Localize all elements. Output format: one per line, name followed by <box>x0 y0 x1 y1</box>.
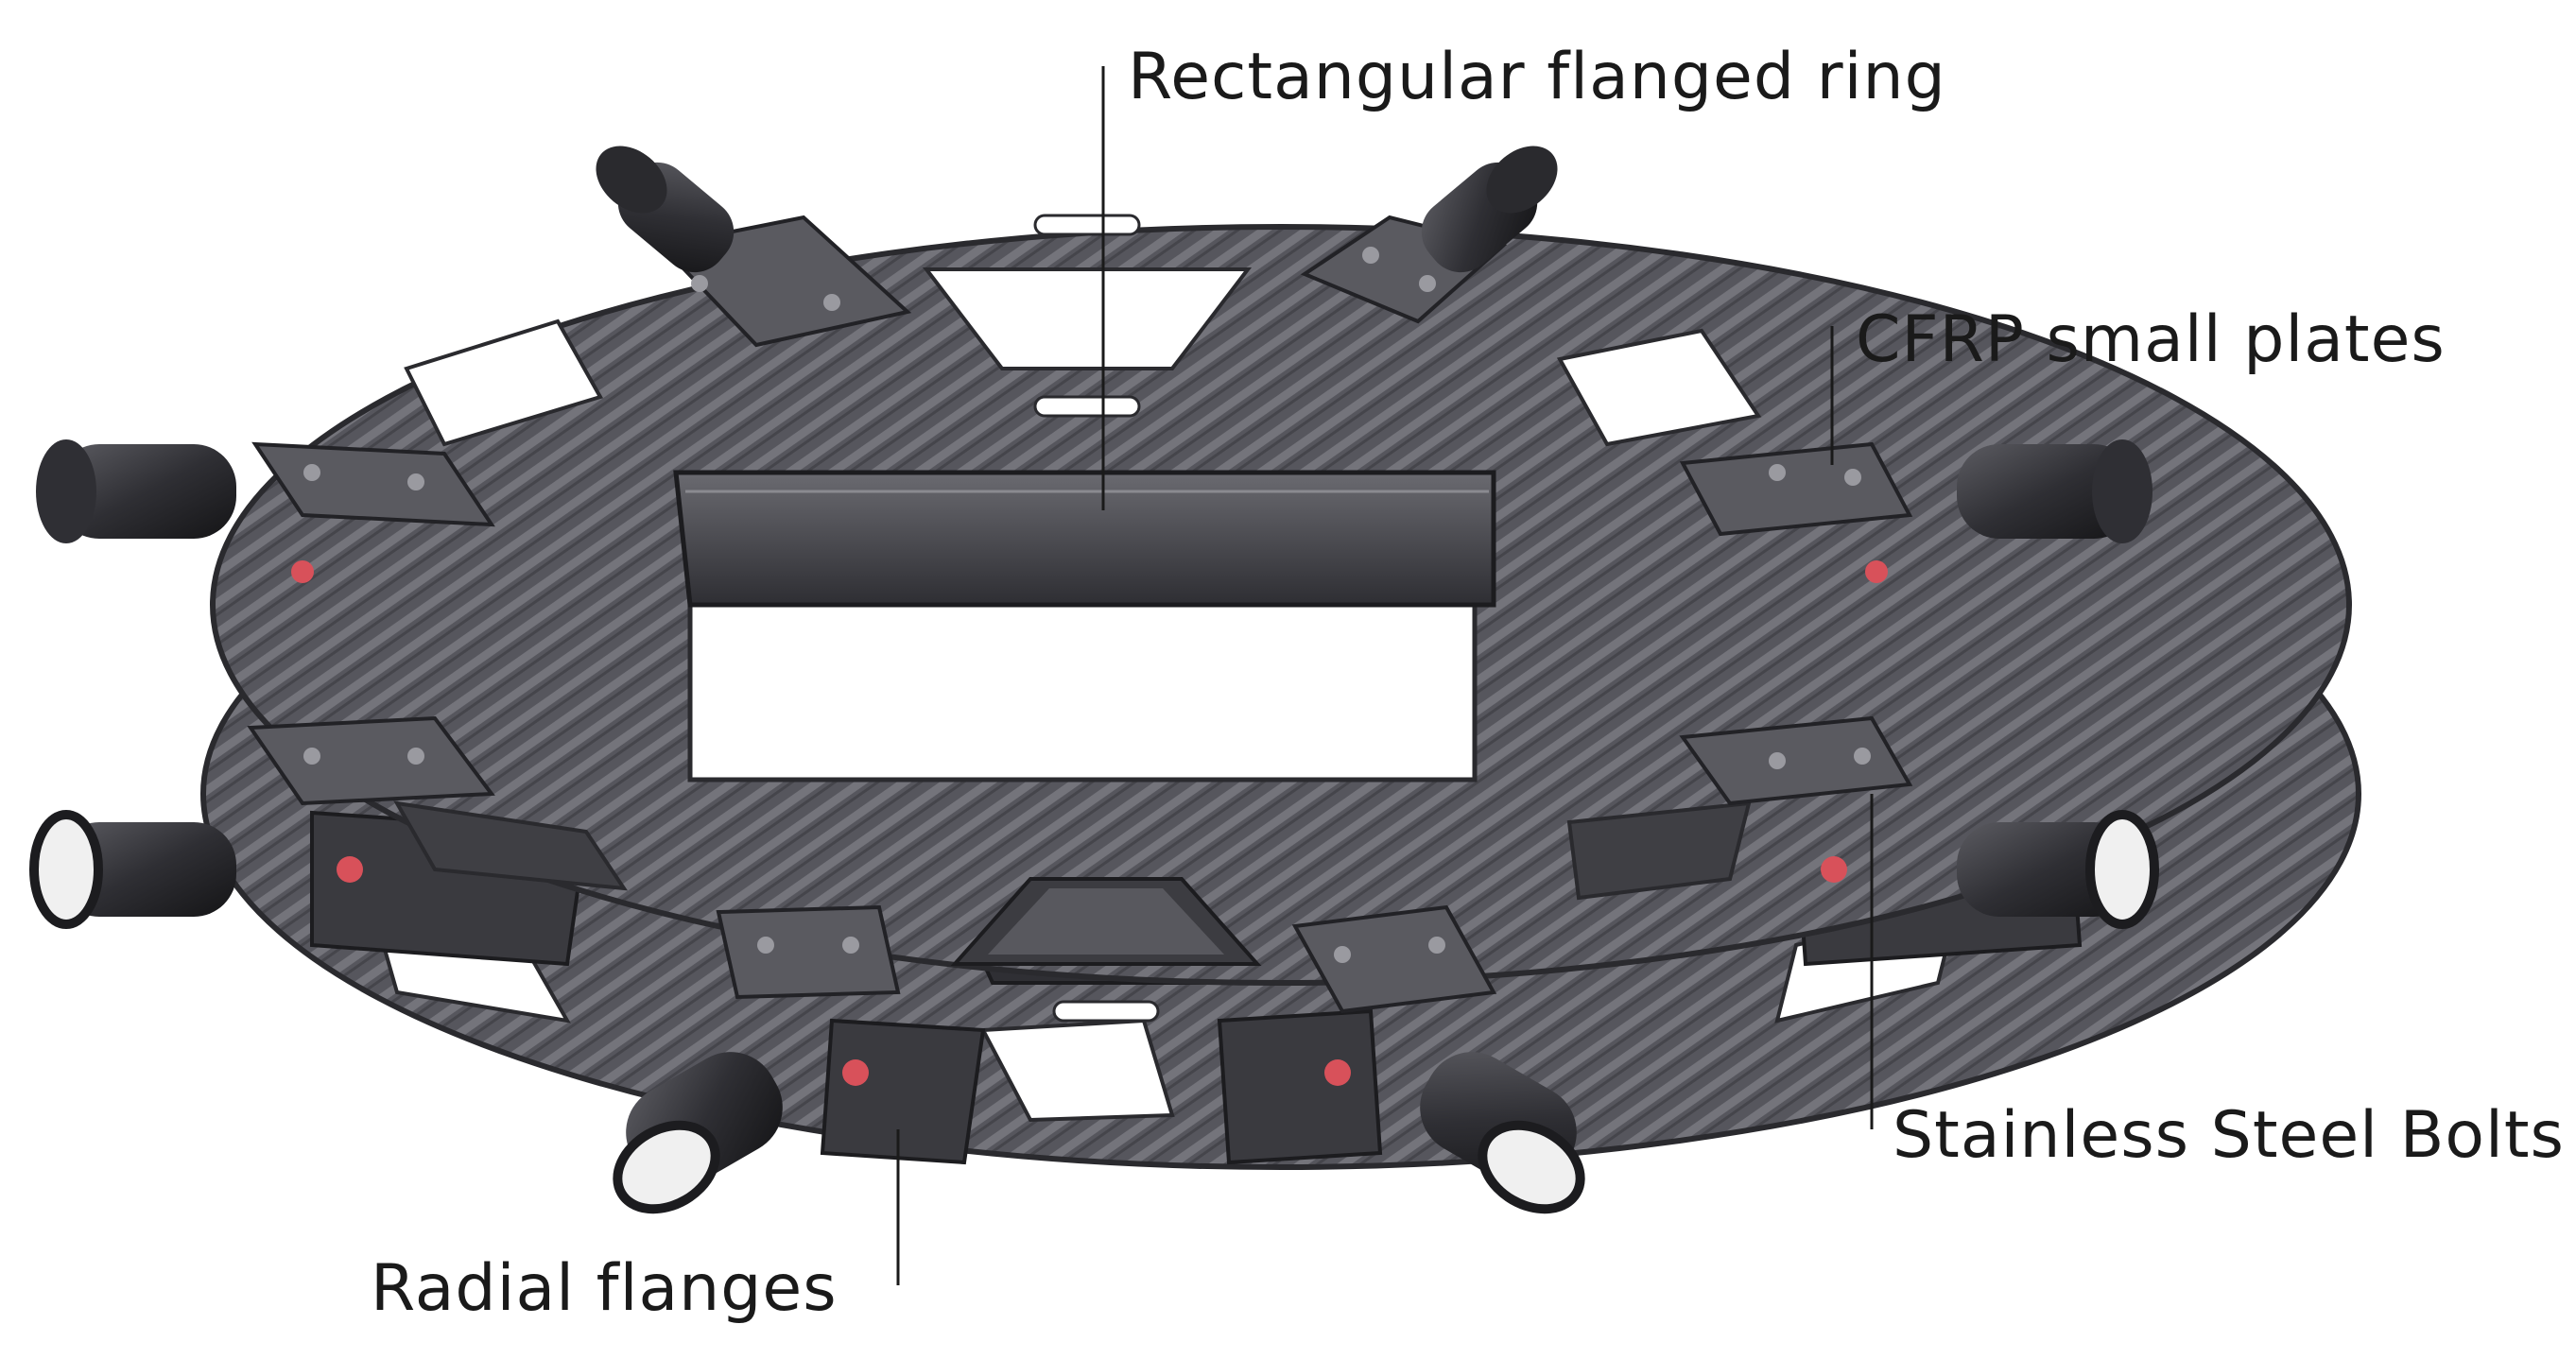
tube-connectors <box>29 146 2159 1214</box>
stainless-steel-bolts <box>291 247 1888 1086</box>
label-stainless-steel-bolts: Stainless Steel Bolts <box>1893 1098 2565 1173</box>
leader-lines <box>896 66 1874 1285</box>
label-cfrp-small-plates: CFRP small plates <box>1856 302 2446 377</box>
label-rectangular-flanged-ring: Rectangular flanged ring <box>1128 40 1946 114</box>
label-radial-flanges: Radial flanges <box>371 1251 838 1326</box>
